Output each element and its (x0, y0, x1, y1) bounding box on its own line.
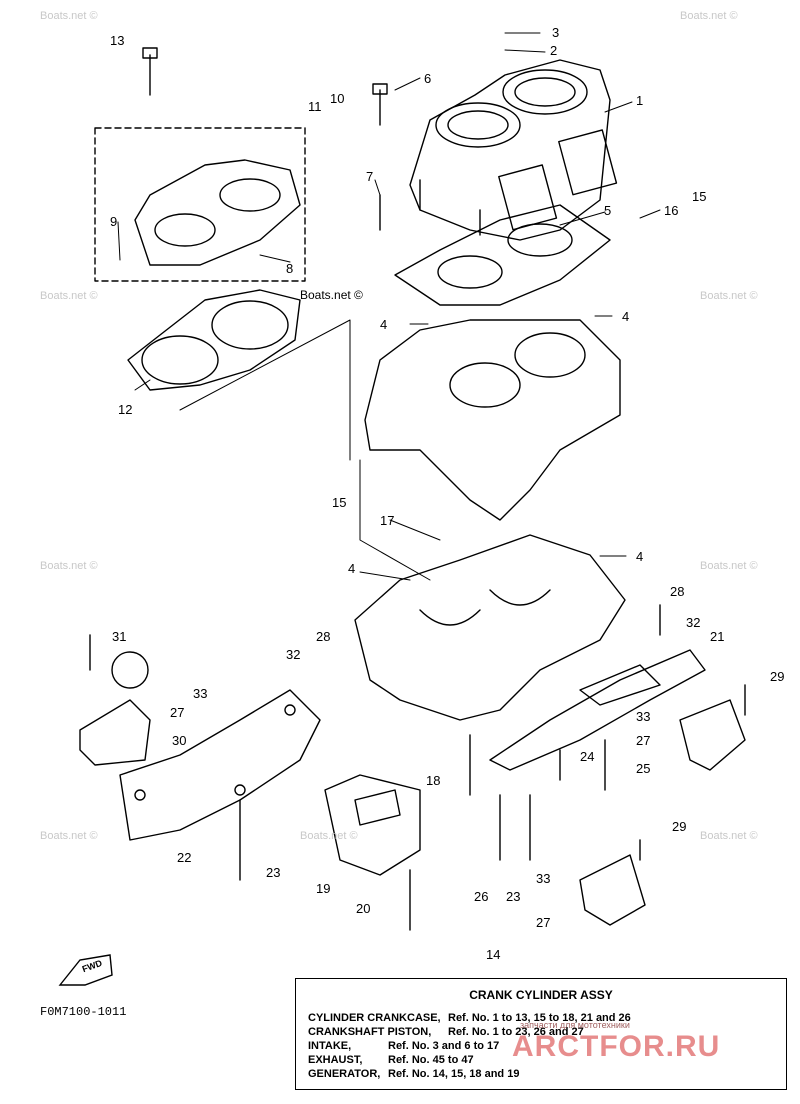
part-label: 4 (380, 317, 388, 332)
part-label: 15 (692, 189, 707, 204)
legend-row: GENERATOR, Ref. No. 14, 15, 18 and 19 (308, 1068, 519, 1080)
part-label: 6 (424, 71, 432, 86)
part-label: 29 (770, 669, 785, 684)
part-label: 27 (636, 733, 651, 748)
part-label: 19 (316, 881, 331, 896)
head-gasket-part (127, 289, 301, 391)
part-label: 16 (664, 203, 679, 218)
part-label: 32 (286, 647, 301, 662)
watermark: Boats.net © (680, 10, 738, 22)
watermark: Boats.net © (700, 290, 758, 302)
part-label: 23 (506, 889, 521, 904)
part-label: 15 (332, 495, 347, 510)
part-label: 3 (552, 25, 560, 40)
part-label: 23 (266, 865, 281, 880)
bolts (89, 47, 746, 931)
part-label: 7 (366, 169, 374, 184)
damper-mounts (79, 651, 746, 926)
legend-box: CRANK CYLINDER ASSY CYLINDER CRANKCASE, … (295, 978, 787, 1090)
part-label: 4 (622, 309, 630, 324)
part-label: 33 (636, 709, 651, 724)
legend-row-name: CRANKSHAFT PISTON, (308, 1026, 432, 1038)
part-label: 13 (110, 33, 125, 48)
fwd-arrow-icon (58, 954, 113, 986)
part-label: 33 (193, 686, 208, 701)
part-label: 22 (177, 850, 192, 865)
part-label: 12 (118, 402, 133, 417)
watermark: Boats.net © (700, 830, 758, 842)
legend-title: CRANK CYLINDER ASSY (469, 988, 613, 1002)
legend-row-name: GENERATOR, (308, 1068, 381, 1080)
legend-row-ref: Ref. No. 45 to 47 (388, 1054, 474, 1066)
part-label: 2 (550, 43, 558, 58)
cylinder-part (409, 59, 618, 241)
part-label: 9 (110, 214, 118, 229)
base-gasket-part (394, 204, 611, 306)
part-label: 24 (580, 749, 595, 764)
diagram-code: F0M7100-1011 (40, 1005, 127, 1019)
watermark: Boats.net © (40, 560, 98, 572)
part-label: 32 (686, 615, 701, 630)
part-label: 10 (330, 91, 345, 106)
legend-row-ref: Ref. No. 3 and 6 to 17 (388, 1040, 500, 1052)
lower-crankcase-part (354, 534, 626, 721)
part-label: 25 (636, 761, 651, 776)
legend-row: CRANKSHAFT PISTON, Ref. No. 1 to 23, 26 … (308, 1026, 584, 1038)
watermark: Boats.net © (300, 830, 358, 842)
part-label: 30 (172, 733, 187, 748)
part-label: 18 (426, 773, 441, 788)
part-label: 21 (710, 629, 725, 644)
part-label: 4 (636, 549, 644, 564)
front-mount-part (489, 649, 706, 771)
part-label: 28 (670, 584, 685, 599)
part-label: 20 (356, 901, 371, 916)
leader-lines (117, 32, 661, 581)
part-label: 29 (672, 819, 687, 834)
part-label: 17 (380, 513, 395, 528)
legend-row: EXHAUST, Ref. No. 45 to 47 (308, 1054, 474, 1066)
part-label: 28 (316, 629, 331, 644)
part-label: 8 (286, 261, 294, 276)
part-label: 1 (636, 93, 644, 108)
part-label: 27 (536, 915, 551, 930)
overlay-brand-logo: ARCTFOR.RU (512, 1030, 721, 1063)
legend-row-name: INTAKE, (308, 1040, 352, 1052)
legend-row: INTAKE, Ref. No. 3 and 6 to 17 (308, 1040, 499, 1052)
mount-bracket-part (119, 689, 321, 841)
watermark: Boats.net © (40, 290, 98, 302)
legend-row-ref: Ref. No. 1 to 13, 15 to 18, 21 and 26 (448, 1012, 631, 1024)
part-label: 26 (474, 889, 489, 904)
part-label: 4 (348, 561, 356, 576)
part-label: 27 (170, 705, 185, 720)
legend-row-ref: Ref. No. 14, 15, 18 and 19 (388, 1068, 520, 1080)
part-label: 31 (112, 629, 127, 644)
bracket-part-19 (324, 774, 421, 876)
legend-row-ref: Ref. No. 1 to 23, 26 and 27 (448, 1026, 584, 1038)
part-label: 5 (604, 203, 612, 218)
cylinder-head-part (94, 127, 306, 282)
legend-row-name: CYLINDER CRANKCASE, (308, 1012, 441, 1024)
overlay-caption: запчасти для мототехники (520, 1020, 630, 1030)
watermark: Boats.net © (40, 10, 98, 22)
legend-row: CYLINDER CRANKCASE, Ref. No. 1 to 13, 15… (308, 1012, 631, 1024)
part-label: 33 (536, 871, 551, 886)
part-label: 14 (486, 947, 501, 962)
legend-row-name: EXHAUST, (308, 1054, 363, 1066)
part-label: 11 (308, 99, 322, 114)
watermark: Boats.net © (40, 830, 98, 842)
watermark: Boats.net © (300, 288, 363, 302)
upper-crankcase-part (364, 319, 621, 521)
watermark: Boats.net © (700, 560, 758, 572)
